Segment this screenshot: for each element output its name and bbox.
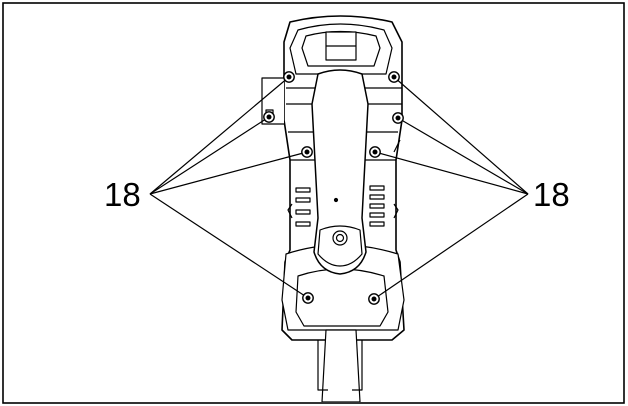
screw-icon bbox=[263, 111, 275, 123]
leader-line bbox=[149, 151, 308, 195]
leader-line bbox=[374, 151, 529, 195]
screw-icon bbox=[283, 71, 295, 83]
screw-icon bbox=[369, 146, 381, 158]
top-cap-inner bbox=[301, 30, 381, 67]
handle-pivot bbox=[332, 230, 348, 246]
callout-right: 18 bbox=[533, 176, 570, 213]
base-housing bbox=[281, 244, 405, 331]
leader-line bbox=[397, 117, 529, 195]
leader-line bbox=[393, 76, 529, 195]
base-inner bbox=[295, 268, 389, 327]
screw-icon bbox=[302, 292, 314, 304]
handle-grip bbox=[317, 225, 363, 267]
leader-line bbox=[149, 116, 270, 195]
screw-icon bbox=[301, 146, 313, 158]
leader-lines bbox=[149, 76, 529, 300]
top-cap bbox=[289, 23, 393, 75]
handle-dot bbox=[333, 197, 339, 203]
leader-line bbox=[149, 76, 290, 195]
screw-icon bbox=[388, 71, 400, 83]
screws bbox=[263, 71, 404, 305]
right-vents bbox=[369, 185, 385, 227]
screw-icon bbox=[368, 293, 380, 305]
left-vents bbox=[295, 187, 311, 227]
tool-illustration bbox=[261, 15, 405, 402]
leader-line bbox=[373, 193, 529, 300]
leader-line bbox=[149, 193, 309, 299]
cable bbox=[321, 329, 361, 402]
screw-icon bbox=[392, 112, 404, 124]
right-side-notch bbox=[393, 139, 401, 153]
handle bbox=[311, 69, 369, 275]
callout-left: 18 bbox=[104, 176, 141, 213]
